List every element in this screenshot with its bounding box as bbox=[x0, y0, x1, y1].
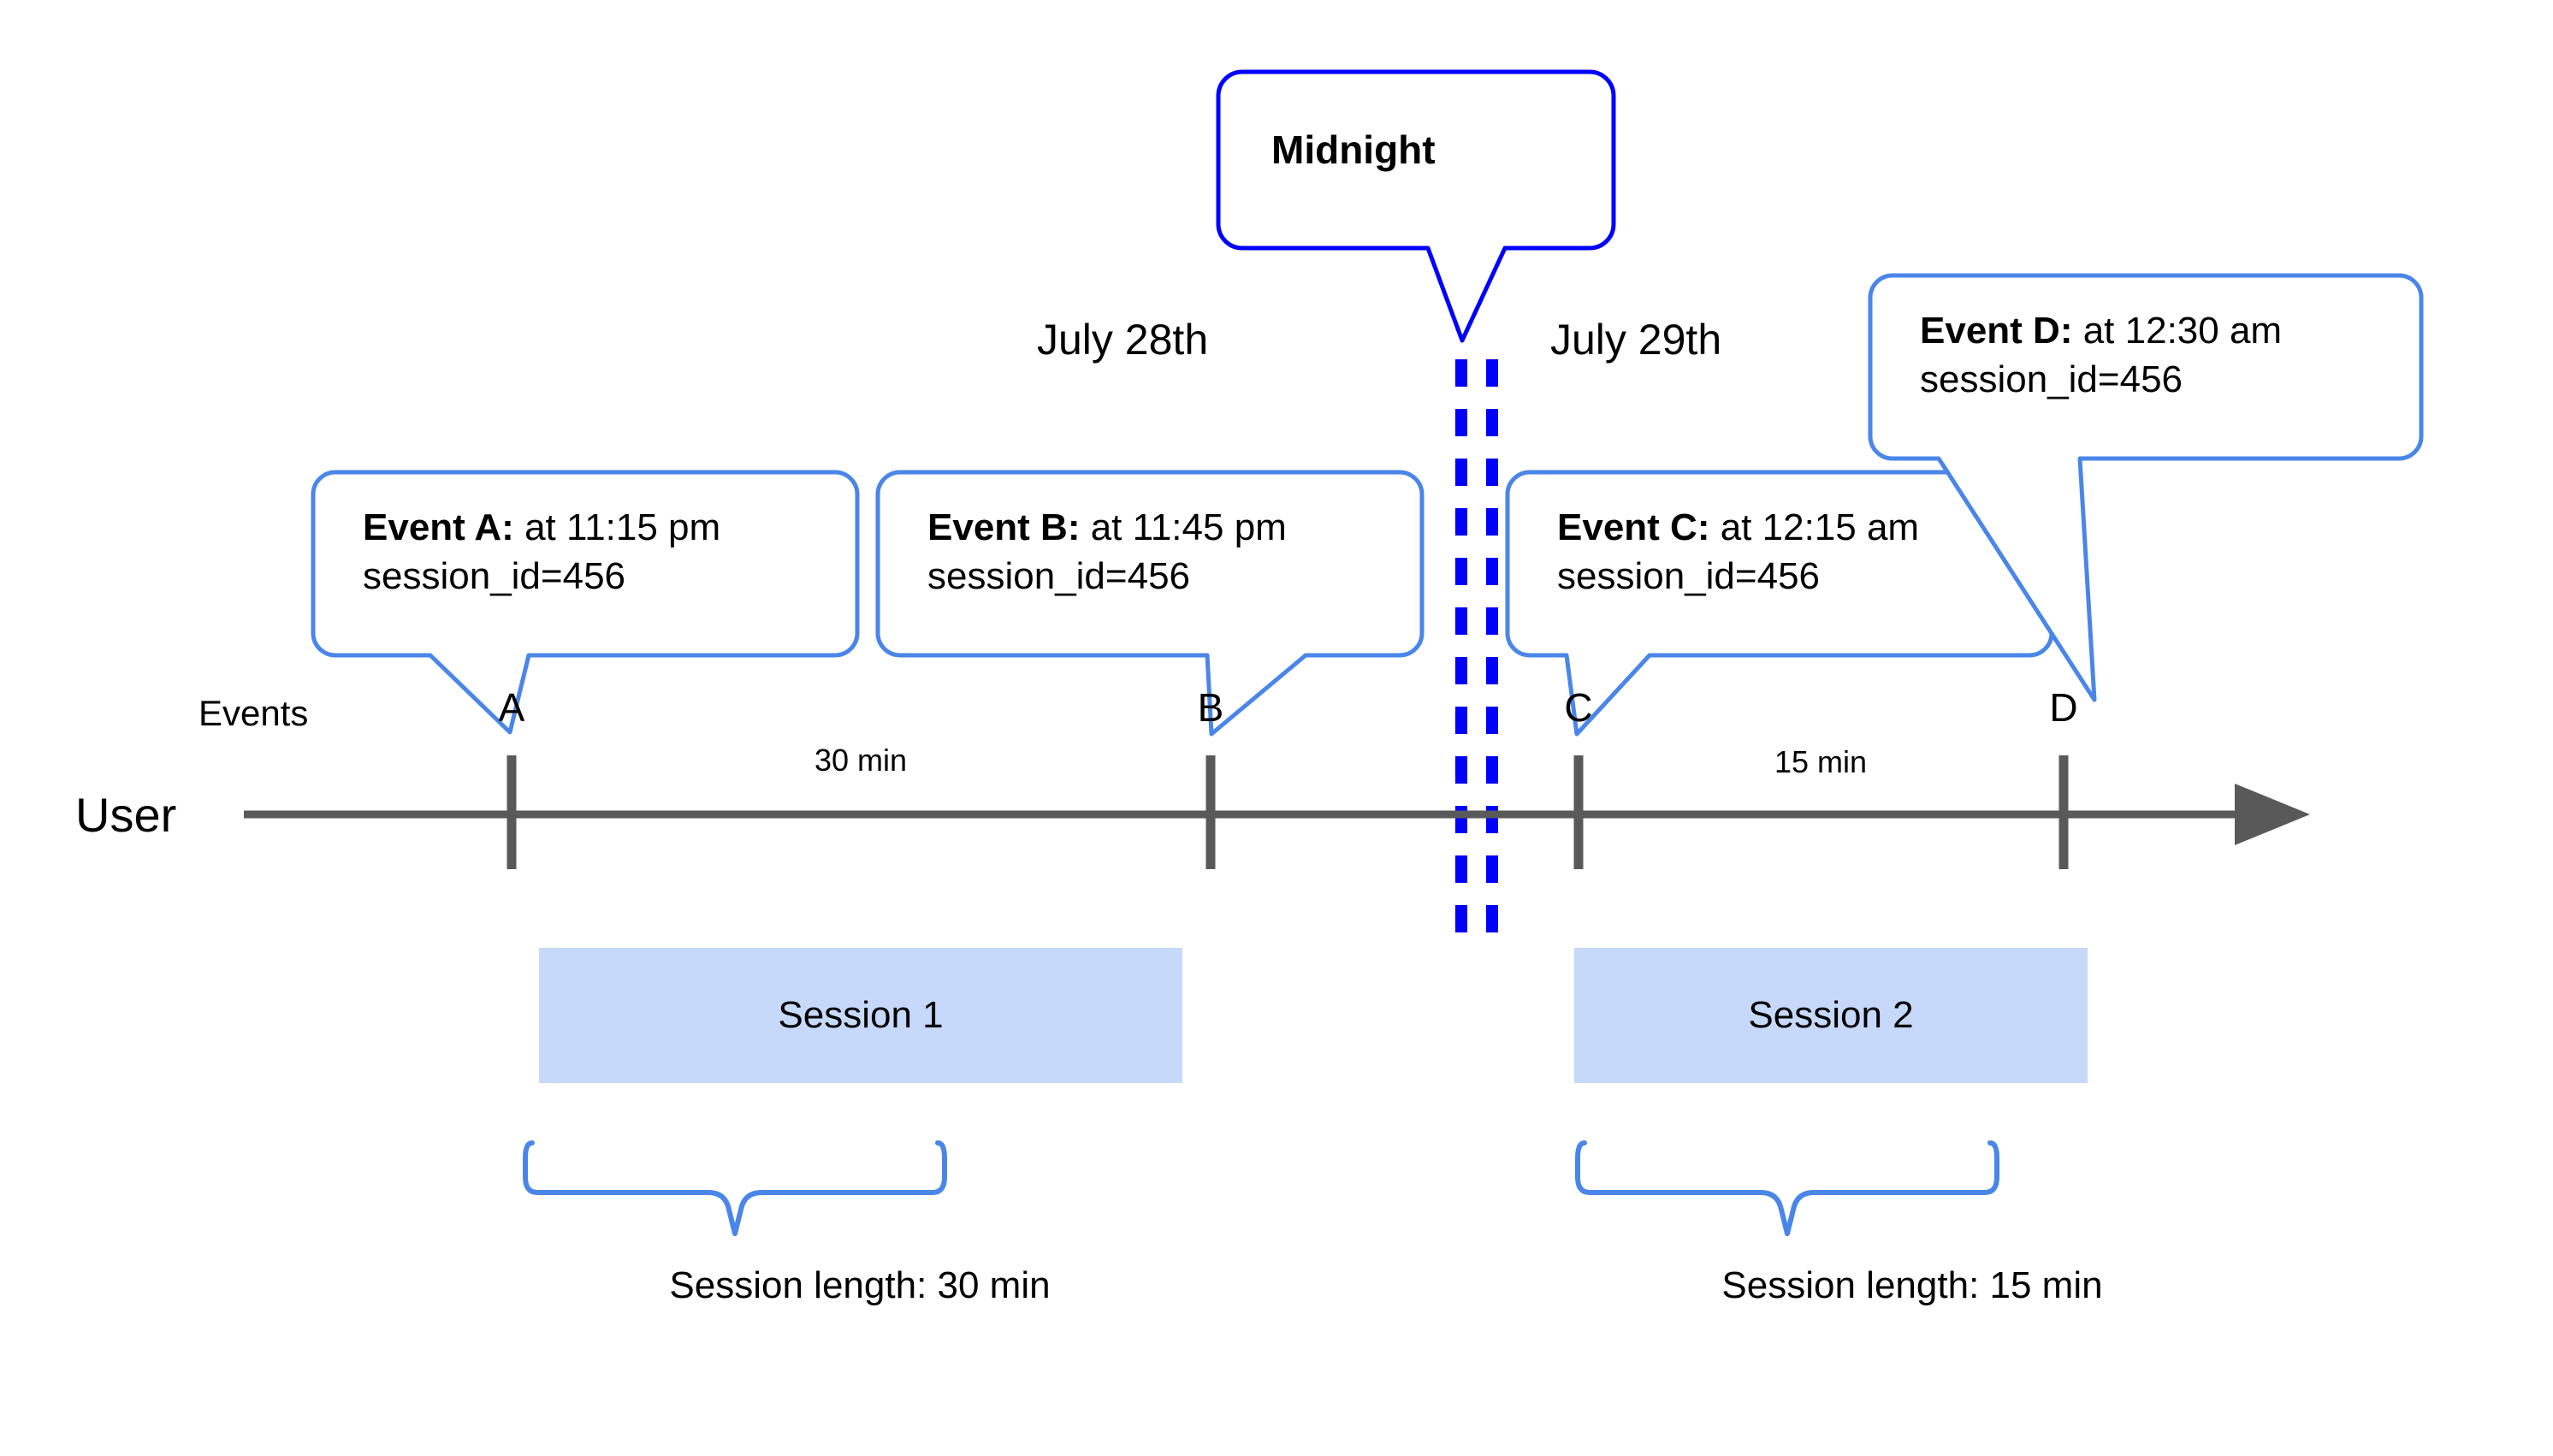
session-2-label: Session 2 bbox=[1748, 994, 1914, 1036]
events-row-label: Events bbox=[198, 693, 309, 733]
midnight-callout-label: Midnight bbox=[1271, 127, 1436, 172]
user-lane-title: User bbox=[75, 788, 177, 842]
session-1-length-label: Session length: 30 min bbox=[669, 1264, 1051, 1306]
event-d-session-id: session_id=456 bbox=[1920, 358, 2183, 401]
event-a-detail: at 11:15 pm bbox=[513, 506, 721, 548]
timeline-axis bbox=[244, 784, 2310, 845]
event-a-callout-text: Event A: at 11:15 pm session_id=456 bbox=[363, 503, 720, 601]
event-d-callout-text: Event D: at 12:30 am session_id=456 bbox=[1920, 306, 2282, 404]
session-1-box[interactable]: Session 1 bbox=[539, 948, 1182, 1083]
event-b-detail: at 11:45 pm bbox=[1080, 506, 1287, 548]
event-d-detail: at 12:30 am bbox=[2072, 310, 2283, 352]
gap-label-15-min: 15 min bbox=[1774, 744, 1868, 779]
event-b-callout-text: Event B: at 11:45 pm session_id=456 bbox=[927, 503, 1287, 601]
session-2-length-label: Session length: 15 min bbox=[1721, 1264, 2103, 1306]
event-b-session-id: session_id=456 bbox=[927, 555, 1191, 598]
event-b-lead: Event B: bbox=[927, 506, 1081, 548]
gap-label-30-min: 30 min bbox=[814, 743, 908, 778]
midnight-callout-shape bbox=[1216, 69, 1616, 343]
date-label-july-29: July 29th bbox=[1550, 316, 1722, 364]
date-label-july-28: July 28th bbox=[1037, 316, 1209, 364]
event-c-detail: at 12:15 am bbox=[1709, 506, 1920, 548]
event-marker-d: D bbox=[2049, 685, 2078, 730]
event-c-lead: Event C: bbox=[1557, 506, 1710, 548]
session-2-brace bbox=[1575, 1140, 1999, 1236]
event-a-lead: Event A: bbox=[363, 506, 514, 548]
session-1-label: Session 1 bbox=[778, 994, 944, 1036]
session-1-brace bbox=[523, 1140, 947, 1236]
event-a-session-id: session_id=456 bbox=[363, 555, 626, 598]
midnight-divider-lines bbox=[1455, 359, 1498, 932]
session-2-box[interactable]: Session 2 bbox=[1574, 948, 2088, 1083]
event-marker-c: C bbox=[1564, 685, 1593, 730]
event-c-callout-text: Event C: at 12:15 am session_id=456 bbox=[1557, 503, 1919, 601]
event-marker-a: A bbox=[498, 685, 525, 730]
event-c-session-id: session_id=456 bbox=[1557, 555, 1821, 598]
event-marker-b: B bbox=[1197, 685, 1224, 730]
event-d-lead: Event D: bbox=[1920, 310, 2073, 352]
